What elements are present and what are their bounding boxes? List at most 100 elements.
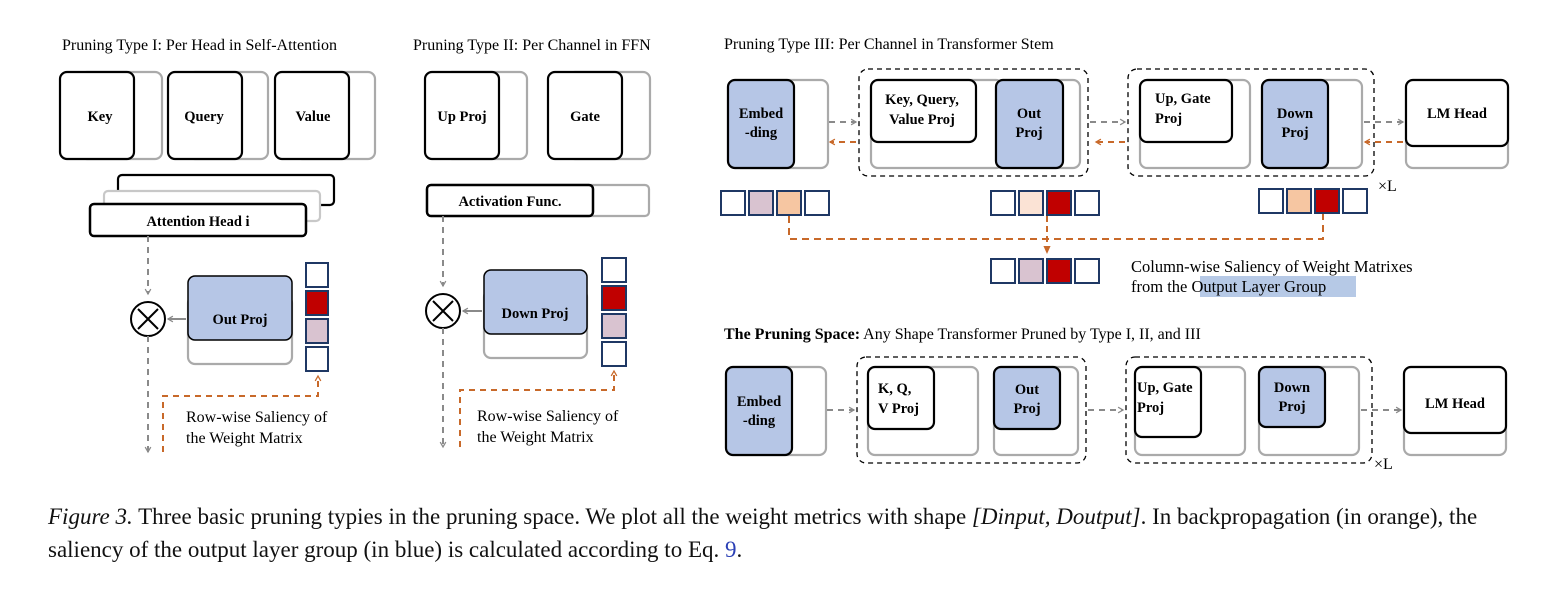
ps-repeat-l-label: ×L xyxy=(1374,456,1393,473)
ps-upgate-label-2: Proj xyxy=(1137,400,1164,416)
up-proj-block xyxy=(423,70,501,161)
ps-out-block xyxy=(992,365,1062,431)
down-label-iii-2: Proj xyxy=(1281,125,1308,141)
attention-head-box xyxy=(88,202,308,238)
lm-head-label: LM Head xyxy=(1427,106,1487,122)
multiply-icon-cross xyxy=(137,308,159,330)
query-block xyxy=(166,70,244,161)
kqv-label-1: Key, Query, xyxy=(885,92,959,108)
saliency-row-cell-1 xyxy=(305,262,329,288)
saliency-row-cell-4 xyxy=(305,346,329,372)
embed-saliency-cell-2 xyxy=(748,190,774,216)
backprop-saliency-arrow xyxy=(162,374,322,452)
ps-kqv-block xyxy=(866,365,936,431)
ps-out-label-2: Proj xyxy=(1013,401,1040,417)
value-block xyxy=(273,70,351,161)
ps-lm-head-label: LM Head xyxy=(1425,396,1485,412)
ffn-group-frame xyxy=(1127,68,1375,177)
ffn-saliency-text-2: the Weight Matrix xyxy=(477,429,594,446)
panel-one-title: Pruning Type I: Per Head in Self-Attenti… xyxy=(62,37,337,54)
ps-lm-head-block xyxy=(1402,365,1508,435)
down-proj-label: Down Proj xyxy=(502,306,569,322)
out-label-iii-1: Out xyxy=(1017,106,1041,122)
down-label-iii-1: Down xyxy=(1277,106,1313,122)
activation-block xyxy=(425,183,595,218)
caption-eq-ref-link[interactable]: 9 xyxy=(725,537,737,562)
ffn-saliency-text-1: Row-wise Saliency of xyxy=(477,408,619,425)
ps-embedding-label-2: -ding xyxy=(743,413,776,429)
panel-three-title: Pruning Type III: Per Channel in Transfo… xyxy=(724,36,1054,53)
down-saliency-cell-1 xyxy=(1258,188,1284,214)
caption-math: [Dinput, Doutput] xyxy=(971,504,1141,529)
out-saliency-cell-2 xyxy=(1018,190,1044,216)
panel-pruning-space: The Pruning Space: Any Shape Transformer… xyxy=(724,326,1508,473)
combined-saliency-cell-1 xyxy=(990,258,1016,284)
caption-text-c: . xyxy=(736,537,743,562)
ps-upgate-block xyxy=(1133,365,1203,439)
caption-text-b: . In backpropagation (in orange), the sa… xyxy=(48,504,1478,562)
ps-embedding-block xyxy=(724,365,794,457)
row-saliency-text-2: the Weight Matrix xyxy=(186,430,303,447)
key-block xyxy=(58,70,136,161)
gate-label: Gate xyxy=(570,109,600,125)
ps-ffn-group-frame xyxy=(1125,356,1373,464)
caption-text-a: Three basic pruning typies in the prunin… xyxy=(132,504,972,529)
down-saliency-cell-3 xyxy=(1314,188,1340,214)
panel-type-three: Pruning Type III: Per Channel in Transfo… xyxy=(720,36,1510,297)
combined-saliency-cell-2 xyxy=(1018,258,1044,284)
ps-kqv-label-1: K, Q, xyxy=(878,381,912,397)
ps-down-label-1: Down xyxy=(1274,380,1310,396)
down-saliency-cell-4 xyxy=(1342,188,1368,214)
attention-head-label: Attention Head i xyxy=(146,214,249,230)
kqv-block xyxy=(869,78,978,144)
pruning-space-title: The Pruning Space: Any Shape Transformer… xyxy=(724,326,1201,343)
ffn-saliency-cell-2 xyxy=(601,285,627,311)
value-label: Value xyxy=(296,109,331,125)
embedding-label-1: Embed xyxy=(739,106,783,122)
saliency-aggregate-line xyxy=(788,214,1324,240)
combined-saliency-cell-4 xyxy=(1074,258,1100,284)
embedding-block xyxy=(726,78,796,170)
down-proj-block xyxy=(483,269,588,335)
activation-label: Activation Func. xyxy=(458,194,561,210)
figure-diagram: Pruning Type I: Per Head in Self-Attenti… xyxy=(58,36,1510,473)
down-saliency-cell-2 xyxy=(1286,188,1312,214)
output-layer-group-highlight xyxy=(1200,276,1356,297)
embed-saliency-cell-1 xyxy=(720,190,746,216)
upgate-block-iii xyxy=(1138,78,1234,144)
row-saliency-text-1: Row-wise Saliency of xyxy=(186,409,328,426)
down-block-iii xyxy=(1260,78,1330,170)
column-saliency-text-1: Column-wise Saliency of Weight Matrixes xyxy=(1131,257,1413,276)
column-saliency-text-2: from the Output Layer Group xyxy=(1131,277,1326,296)
saliency-row-cell-2 xyxy=(305,290,329,316)
out-proj-label: Out Proj xyxy=(213,312,268,328)
embed-saliency-cell-4 xyxy=(804,190,830,216)
up-proj-label: Up Proj xyxy=(437,109,486,125)
combined-saliency-cell-3 xyxy=(1046,258,1072,284)
ffn-saliency-cell-1 xyxy=(601,257,627,283)
ffn-saliency-cell-4 xyxy=(601,341,627,367)
out-saliency-cell-4 xyxy=(1074,190,1100,216)
repeat-l-label: ×L xyxy=(1378,178,1397,195)
saliency-row-cell-3 xyxy=(305,318,329,344)
caption-label: Figure 3. xyxy=(48,504,133,529)
query-label: Query xyxy=(184,109,224,125)
upgate-label-iii-1: Up, Gate xyxy=(1155,91,1211,107)
out-block-iii xyxy=(994,78,1065,170)
out-saliency-cell-3 xyxy=(1046,190,1072,216)
ps-kqv-label-2: V Proj xyxy=(878,401,919,417)
panel-type-two: Pruning Type II: Per Channel in FFN Up P… xyxy=(413,37,651,449)
panel-type-one: Pruning Type I: Per Head in Self-Attenti… xyxy=(58,37,377,454)
key-label: Key xyxy=(88,109,114,125)
lm-head-block xyxy=(1404,78,1510,148)
out-proj-block xyxy=(187,275,293,341)
multiply-icon-ffn-cross xyxy=(432,300,454,322)
embedding-label-2: -ding xyxy=(745,125,778,141)
out-label-iii-2: Proj xyxy=(1015,125,1042,141)
panel-two-title: Pruning Type II: Per Channel in FFN xyxy=(413,37,651,54)
upgate-label-iii-2: Proj xyxy=(1155,111,1182,127)
embed-saliency-cell-3 xyxy=(776,190,802,216)
ffn-backprop-arrow xyxy=(459,369,618,447)
out-saliency-cell-1 xyxy=(990,190,1016,216)
figure-caption: Figure 3. Three basic pruning typies in … xyxy=(48,500,1548,566)
